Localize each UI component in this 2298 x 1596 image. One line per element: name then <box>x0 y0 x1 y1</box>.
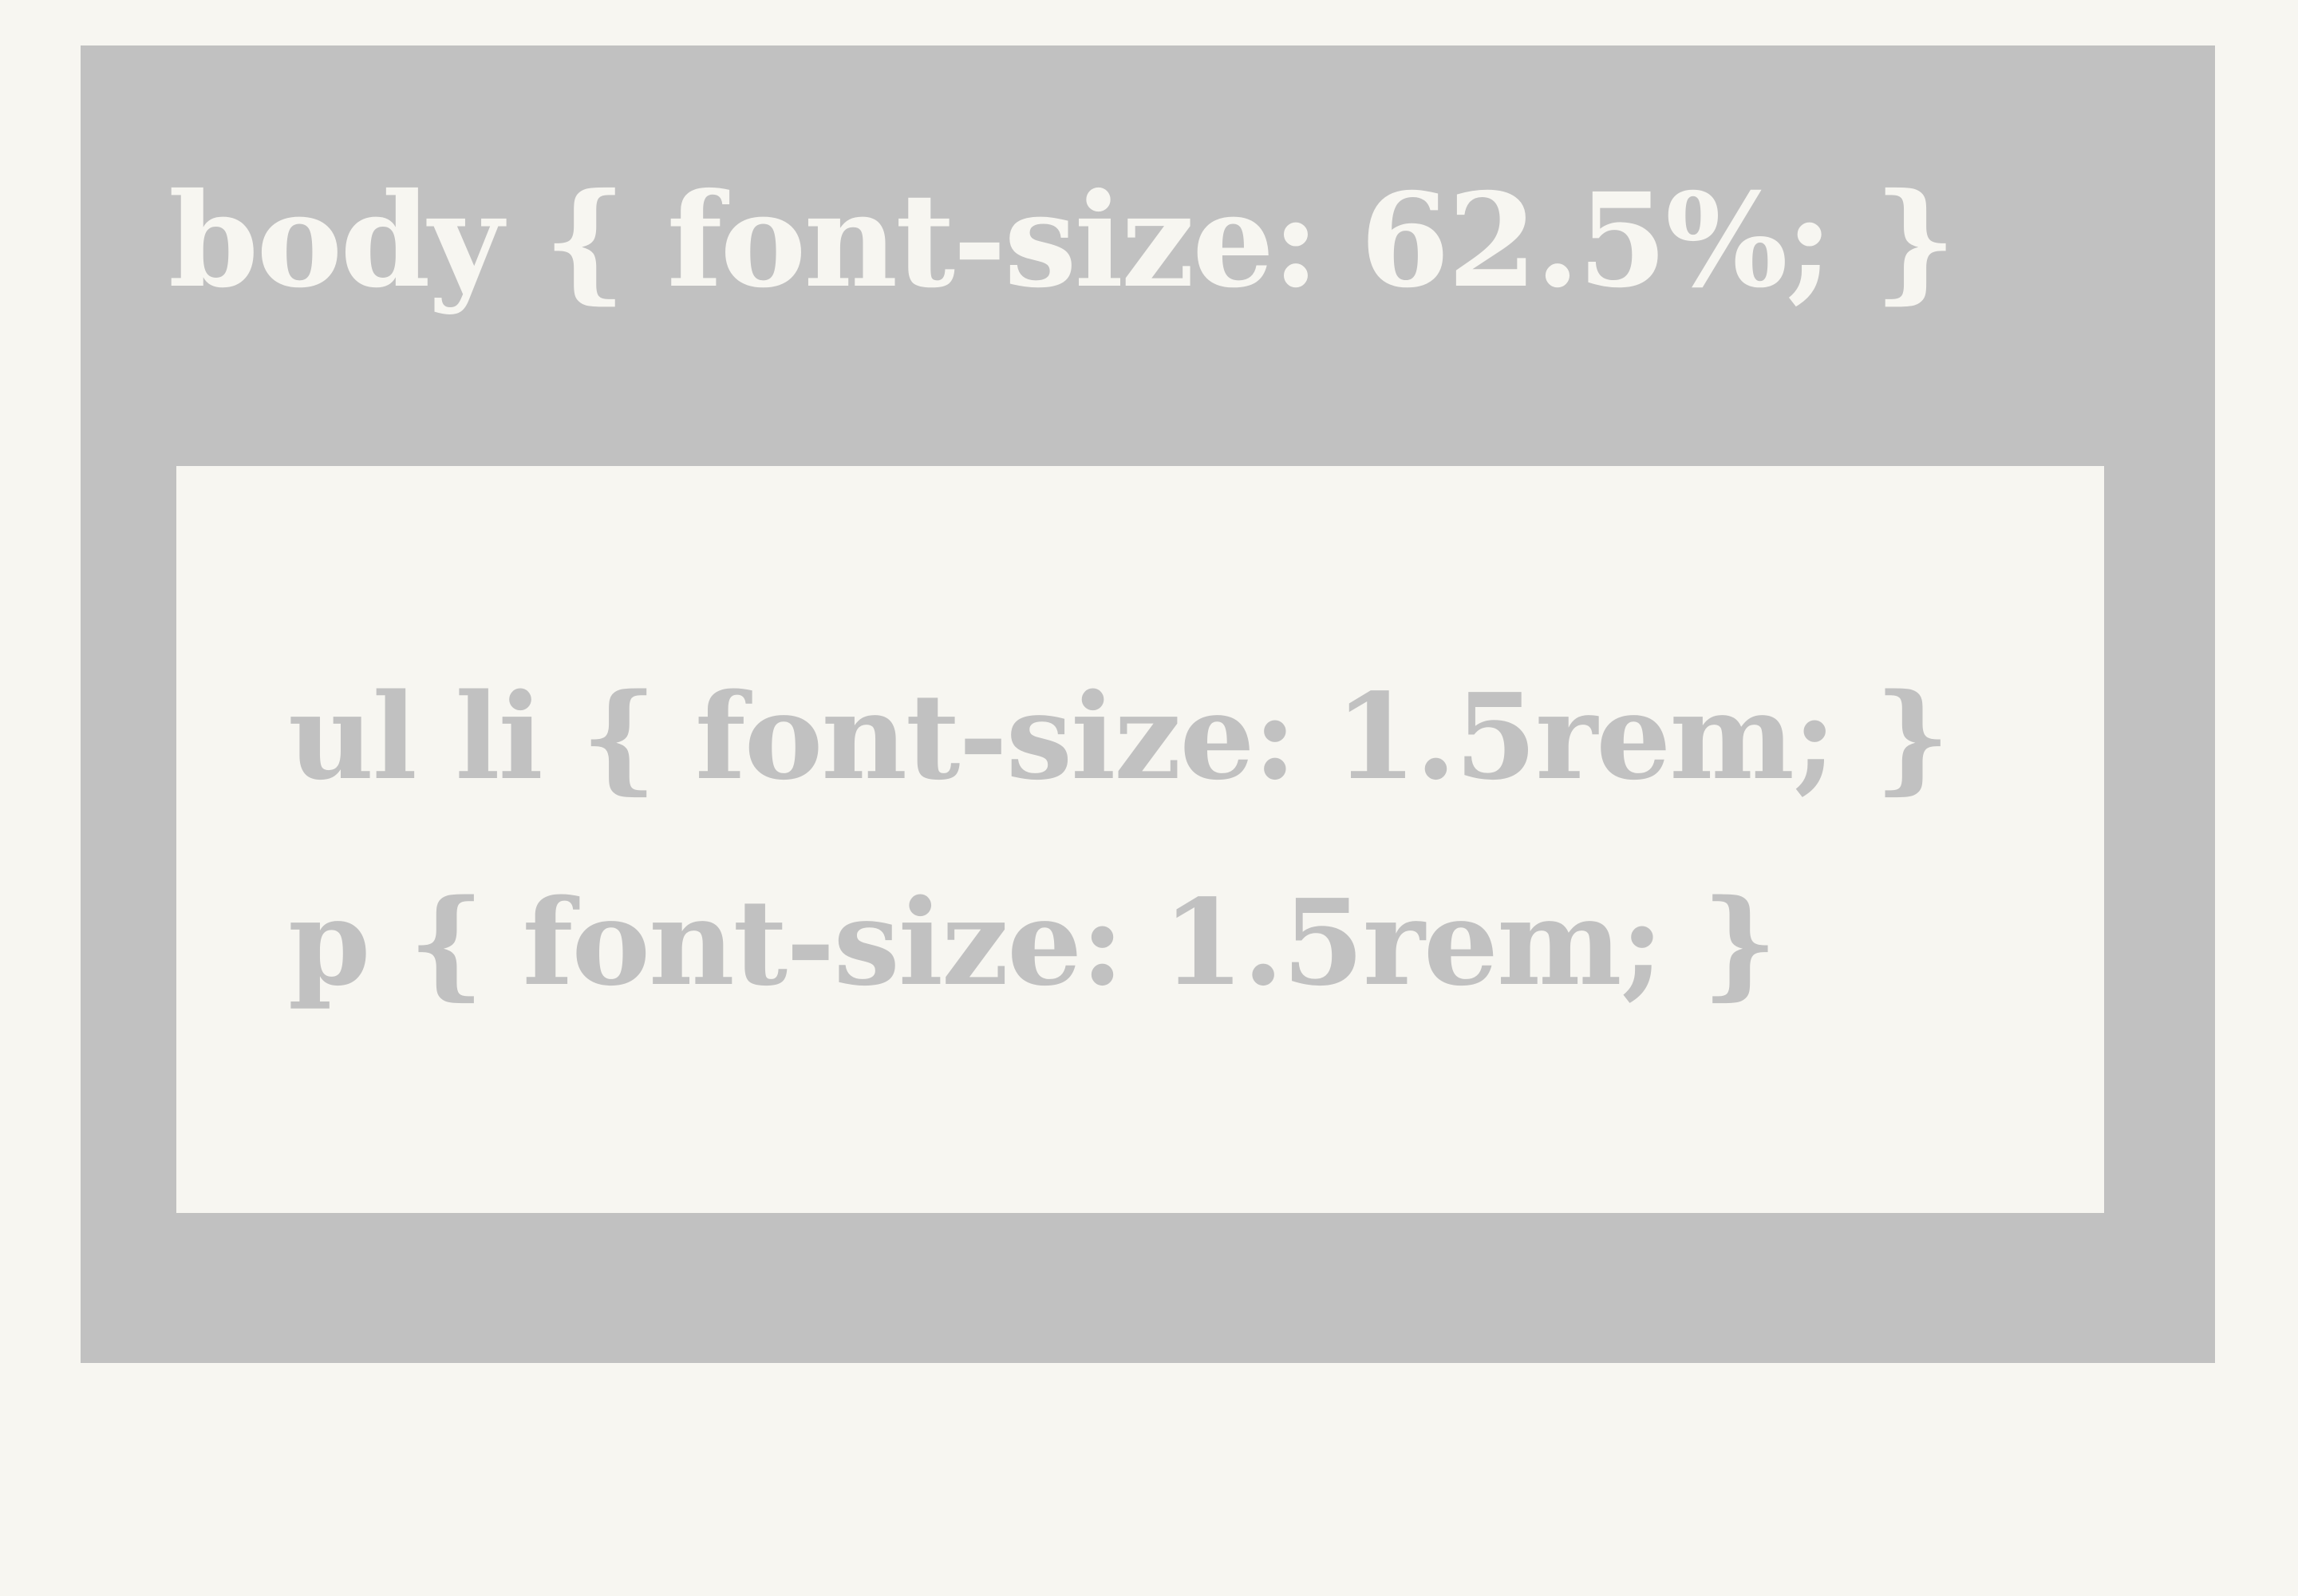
nested-css-rules: ul li { font-size: 1.5rem; } p { font-si… <box>176 466 2104 1213</box>
nested-element-box: ul li { font-size: 1.5rem; } p { font-si… <box>176 466 2104 1213</box>
body-element-box: body { font-size: 62.5%; } ul li { font-… <box>81 45 2215 1363</box>
body-css-rule: body { font-size: 62.5%; } <box>168 165 1956 317</box>
p-css-rule: p { font-size: 1.5rem; } <box>288 873 1778 1012</box>
ul-li-css-rule: ul li { font-size: 1.5rem; } <box>288 667 1950 806</box>
